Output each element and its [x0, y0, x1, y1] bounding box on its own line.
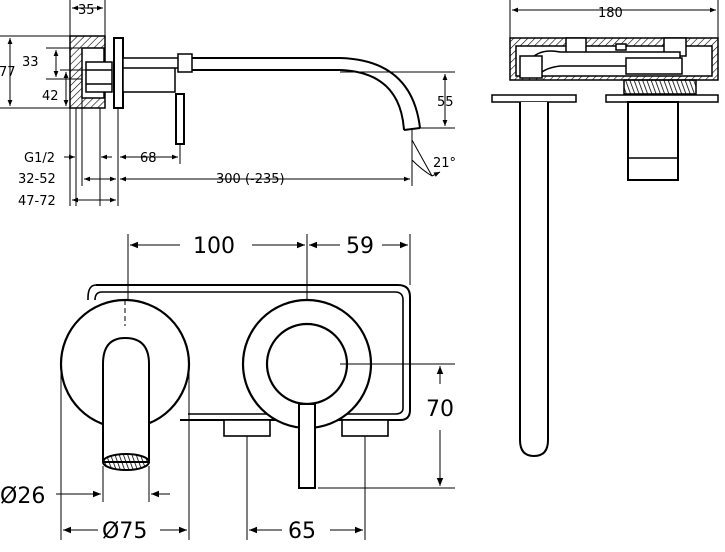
label-300: 300 (-235)	[216, 172, 285, 187]
cover-plate	[113, 37, 124, 109]
side-view-labels: 35 77 33 42 55 G1/2 68 32-52 300 (-235) …	[0, 3, 456, 209]
label-70: 70	[426, 397, 454, 422]
lever-handle	[175, 93, 185, 145]
label-55: 55	[437, 95, 454, 110]
valve-right	[341, 419, 389, 437]
top-cover-plate-left	[491, 94, 577, 103]
spout-outlet	[102, 453, 150, 471]
side-view-dimensions	[0, 0, 455, 206]
label-35: 35	[78, 3, 95, 18]
top-cover-plate-right	[605, 94, 719, 103]
label-42: 42	[42, 89, 59, 104]
lever-hub	[265, 322, 349, 406]
label-g12: G1/2	[24, 151, 55, 166]
valve-left	[223, 419, 271, 437]
label-59: 59	[346, 234, 374, 259]
label-100: 100	[193, 234, 235, 259]
wall-box-front	[96, 284, 411, 421]
label-33: 33	[22, 55, 39, 70]
label-77: 77	[0, 65, 16, 80]
label-d75: Ø75	[102, 519, 147, 544]
side-view	[69, 35, 421, 145]
label-47-72: 47-72	[18, 194, 56, 209]
label-32-52: 32-52	[18, 172, 56, 187]
label-65: 65	[288, 519, 316, 544]
label-180: 180	[598, 6, 623, 21]
front-view-labels: 100 59 70 Ø26 Ø75 65	[0, 234, 454, 544]
lever-front	[298, 403, 316, 489]
cartridge-body	[627, 101, 679, 181]
top-spout	[519, 102, 549, 458]
front-view	[59, 284, 411, 489]
label-angle: 21°	[433, 156, 456, 171]
front-view-dimensions	[56, 234, 455, 540]
spout-front	[102, 336, 150, 463]
thread-section	[623, 79, 697, 95]
label-68: 68	[140, 151, 157, 166]
top-view	[491, 37, 719, 458]
label-d26: Ø26	[0, 484, 45, 509]
top-view-dimensions	[509, 0, 719, 38]
